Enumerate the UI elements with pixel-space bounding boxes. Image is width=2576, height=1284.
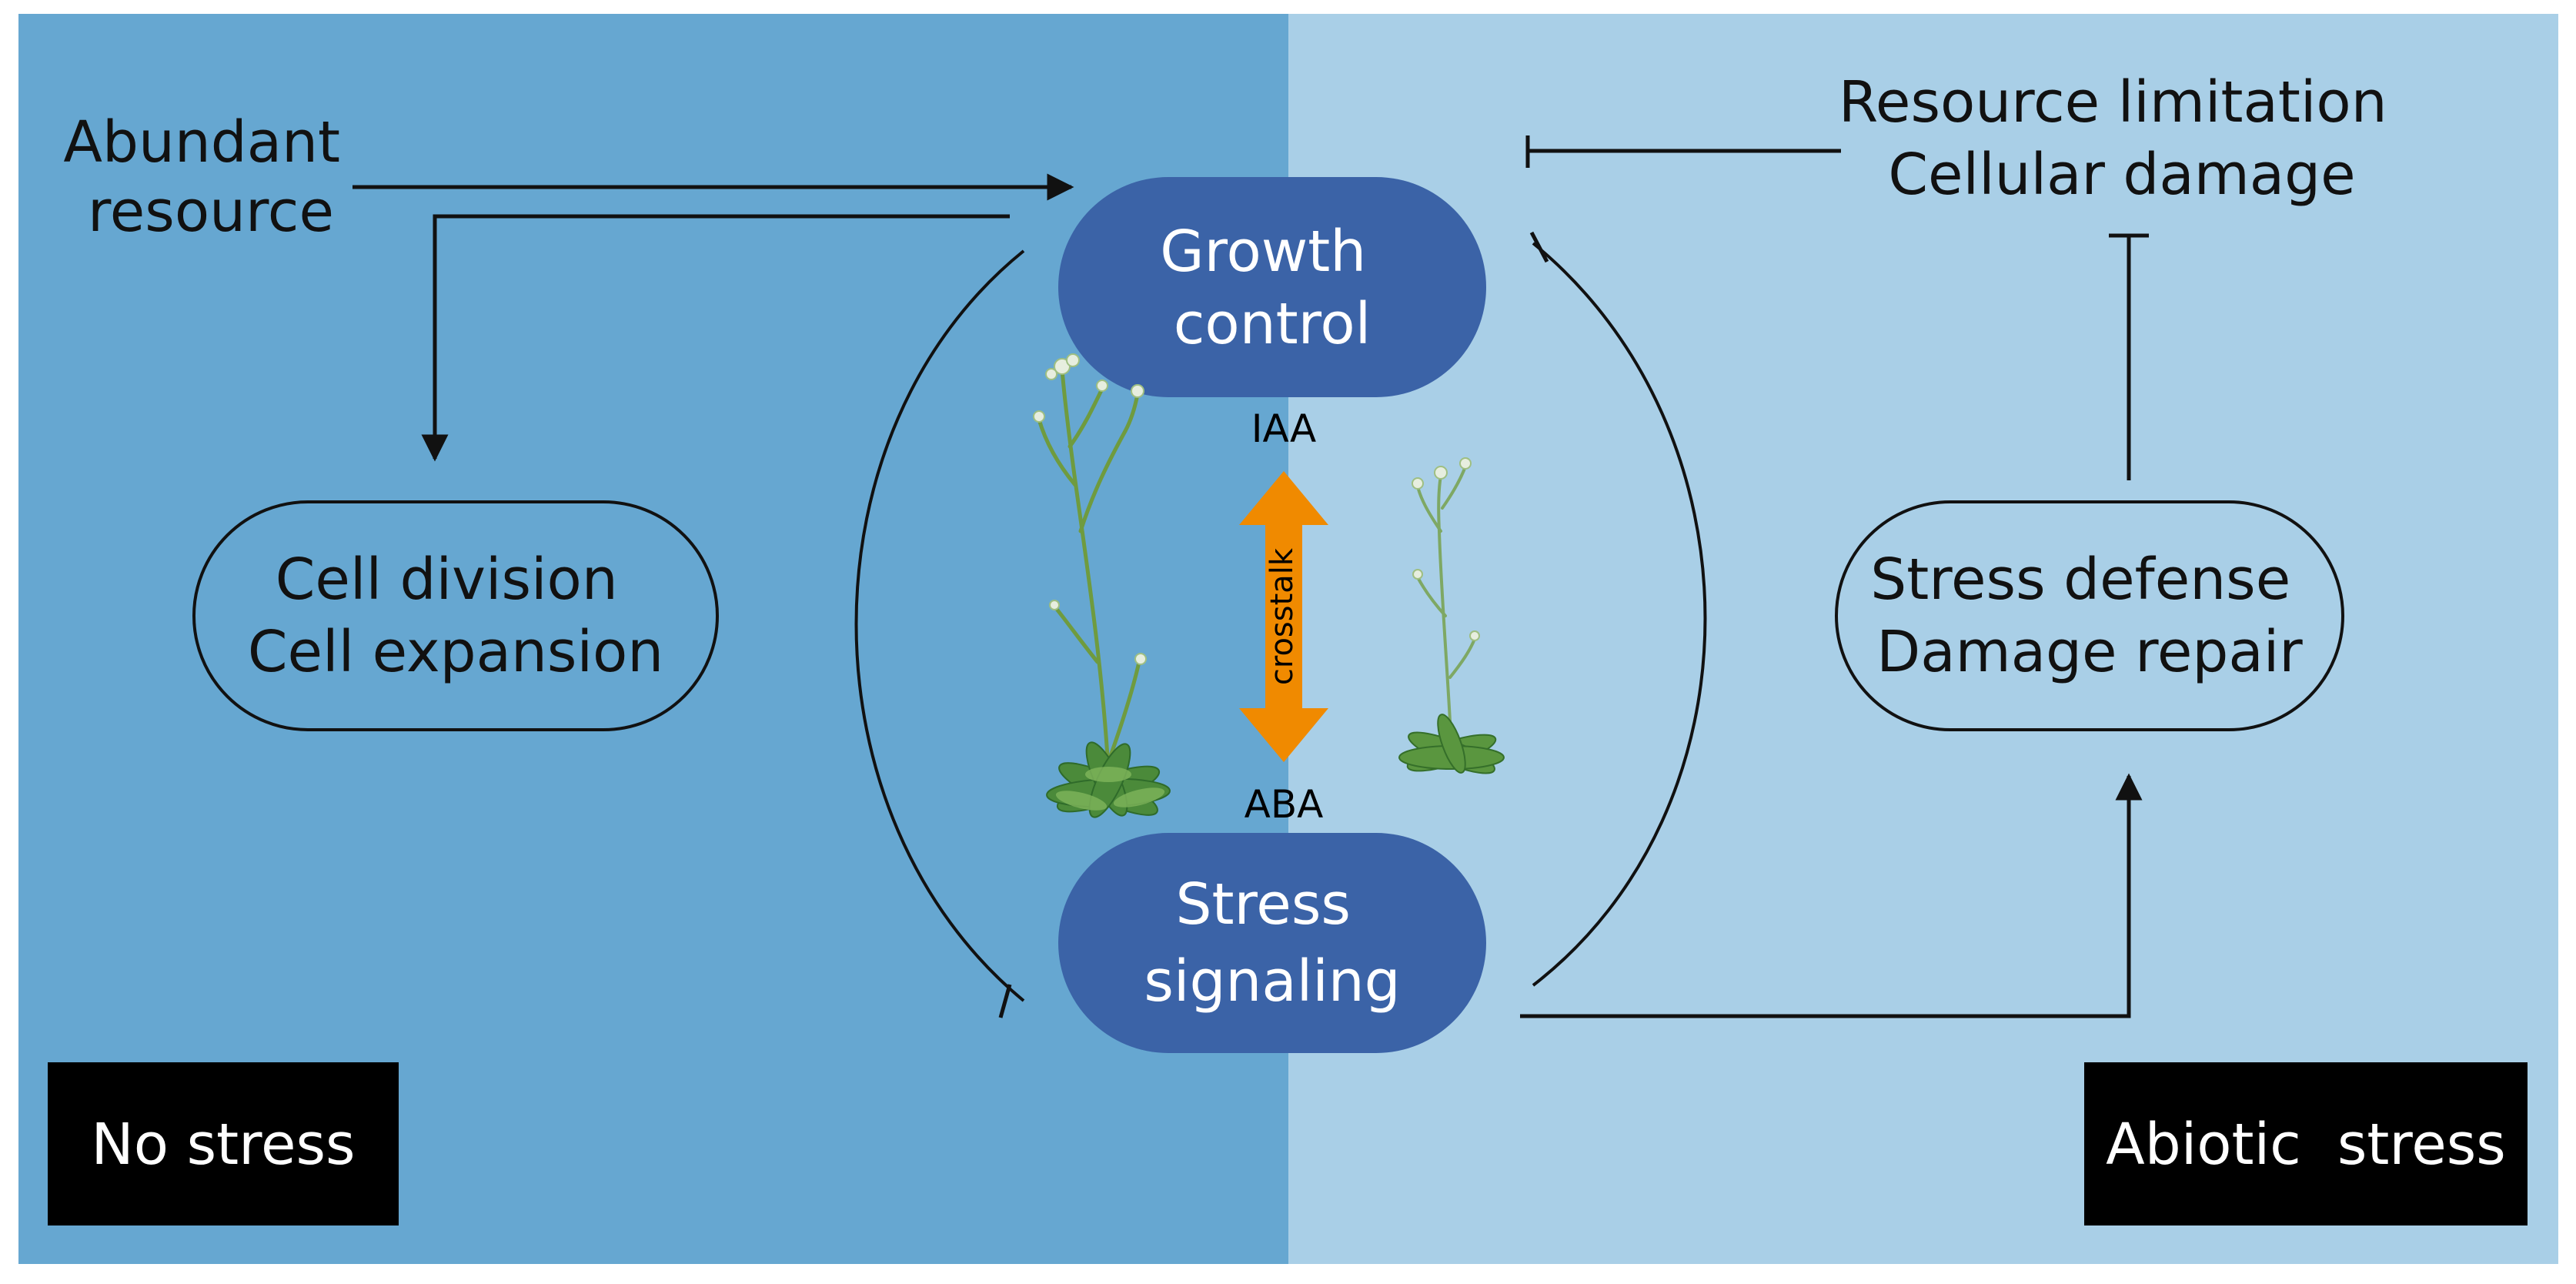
stress-defense-label: Stress defense Damage repair [1870, 547, 2309, 685]
cell-division-box [192, 500, 719, 731]
stress-signaling-label: Stress signaling [1144, 871, 1400, 1015]
growth-control-node [1058, 177, 1486, 397]
abiotic-stress-badge-label: Abiotic stress [2106, 1112, 2506, 1178]
left-plant-icon [1033, 353, 1171, 818]
abiotic-stress-badge [2084, 1062, 2528, 1225]
no-stress-badge [48, 1062, 399, 1225]
crosstalk-double-arrow [1239, 471, 1328, 762]
growth-inhibits-stress-bar [998, 984, 1012, 1018]
abiotic-stress-panel [1288, 14, 2558, 1264]
crosstalk-label: crosstalk [1265, 547, 1300, 685]
no-stress-panel [18, 14, 1288, 1264]
cell-division-label: Cell division Cell expansion [248, 547, 663, 685]
abundant-resource-label: Abundant resource [63, 109, 358, 245]
stress-defense-box [1835, 500, 2344, 731]
no-stress-badge-label: No stress [91, 1112, 355, 1178]
stress-inhibits-growth-bar [1529, 231, 1549, 263]
stress-signaling-node [1058, 833, 1486, 1053]
growth-inhibits-stress-arc [854, 249, 1025, 1002]
stress-to-defense-arrow [1520, 773, 2143, 1018]
right-plant-icon [1398, 457, 1505, 774]
aba-label: ABA [1245, 782, 1324, 827]
growth-control-label: Growth control [1160, 219, 1384, 357]
stress-inhibits-growth-arc [1532, 242, 1707, 987]
iaa-label: IAA [1251, 406, 1317, 451]
resource-limitation-label: Resource limitation Cellular damage [1839, 69, 2405, 208]
growth-to-cell-division-arrow [421, 214, 1010, 462]
